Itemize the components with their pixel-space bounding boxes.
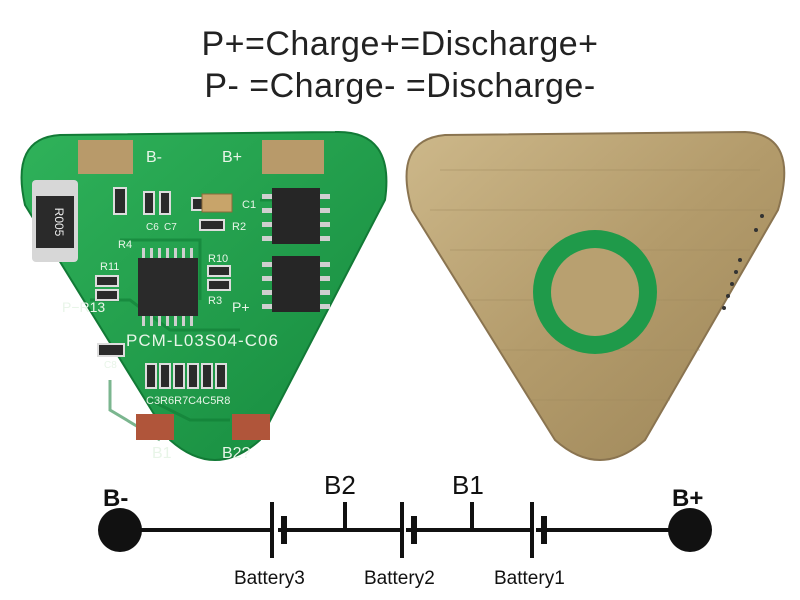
chip-protection-ic: [138, 248, 198, 326]
pad-b2-label: B2?: [222, 445, 251, 462]
model-label: PCM-L03S04-C06: [126, 331, 279, 350]
cell-battery1: [530, 502, 547, 558]
via-row-right: [722, 214, 764, 310]
tap-b2-label: B2: [324, 470, 356, 500]
pad-b-plus: [262, 140, 324, 174]
battery-schematic: B- B+ B2 B1 Battery3 Battery2 Battery1: [98, 470, 712, 589]
pad-b1: [136, 414, 174, 440]
ref-c1: C1: [242, 199, 256, 211]
ref-c8: C8: [104, 360, 117, 371]
center-ring-inner: [551, 248, 639, 336]
chip-mosfet-top: [262, 188, 330, 244]
capacitor-c1: [201, 193, 233, 213]
pad-b-minus: [78, 140, 133, 174]
pcb-back: [405, 130, 786, 461]
ref-r2: R2: [232, 221, 246, 233]
cell-battery3-label: Battery3: [234, 568, 305, 589]
pad-b-plus-label: B+: [222, 149, 242, 166]
header-line-negative: P- =Charge- =Discharge-: [204, 67, 596, 105]
ref-c7: C7: [164, 222, 177, 233]
ref-r3: R3: [208, 295, 222, 307]
pad-b-minus-label: B-: [146, 149, 162, 166]
ref-c6: C6: [146, 222, 159, 233]
terminal-b-plus: [668, 508, 712, 552]
resistor-r005-label: R005: [52, 208, 66, 237]
terminal-b-minus: [98, 508, 142, 552]
ref-r4: R4: [118, 239, 132, 251]
ref-c3r6r7c4c5r8: C3R6R7C4C5R8: [146, 395, 230, 407]
label-p-minus: P−R13: [62, 299, 105, 315]
tap-b1-label: B1: [452, 470, 484, 500]
resistor-r005: R005: [32, 180, 78, 262]
chip-mosfet-bottom: [262, 256, 330, 312]
ref-r10: R10: [208, 253, 228, 265]
label-p-plus: P+: [232, 299, 250, 315]
pad-b2: [232, 414, 270, 440]
small-components: [95, 187, 231, 389]
ref-r11: R11: [100, 261, 119, 273]
pad-b1-label: B1: [152, 445, 172, 462]
pcb-front: B- B+ B1 B2? R005: [20, 130, 388, 462]
terminal-b-minus-label: B-: [103, 485, 128, 512]
header-line-positive: P+=Charge+=Discharge+: [201, 25, 599, 63]
cell-battery2: [400, 502, 417, 558]
cell-battery3: [270, 502, 287, 558]
terminal-b-plus-label: B+: [672, 485, 703, 512]
cell-battery2-label: Battery2: [364, 568, 435, 589]
cell-battery1-label: Battery1: [494, 568, 565, 589]
